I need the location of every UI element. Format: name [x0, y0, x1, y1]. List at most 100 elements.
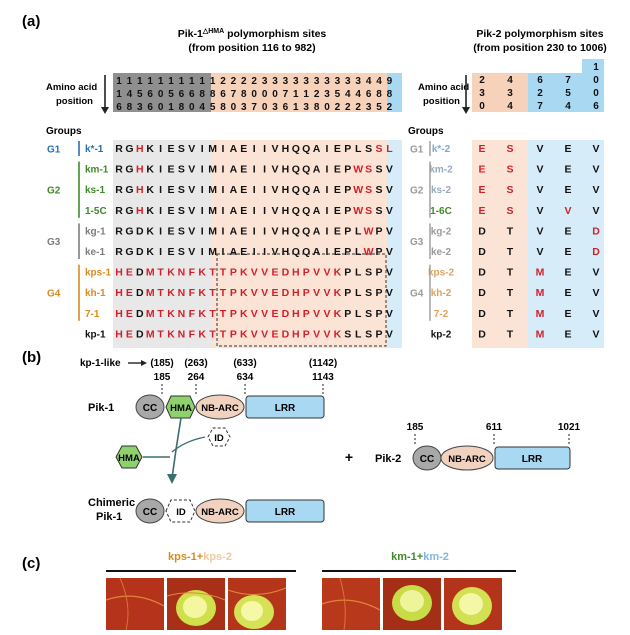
pik1-residue: S — [178, 164, 185, 176]
pik1-residue: R — [115, 143, 123, 155]
pik1-align-blue-bg — [387, 140, 402, 348]
pos-264: 264 — [188, 372, 205, 383]
pik1-residue: P — [344, 267, 351, 279]
pik1-residue: E — [334, 225, 341, 237]
pik1-position-digit: 3 — [241, 102, 247, 113]
pik1-residue: H — [136, 164, 144, 176]
pik1-title: Pik-1△HMA polymorphism sites — [178, 28, 327, 40]
pik1-position-digit: 5 — [168, 89, 174, 100]
kp1-like-arrow-head — [141, 360, 147, 366]
pik2-residue: M — [536, 308, 545, 320]
pik1-residue: T — [157, 267, 164, 279]
pik1-residue: T — [220, 308, 227, 320]
pik1-residue: K — [334, 287, 342, 299]
leaf-photo-1 — [105, 577, 165, 631]
pik1-position-digit: 0 — [231, 102, 237, 113]
pik2-pos-611: 611 — [486, 422, 503, 433]
pik1-residue: L — [355, 225, 362, 237]
pik2-position-digit: 5 — [565, 88, 571, 99]
pik1-residue: M — [208, 143, 217, 155]
pik1-residue: M — [146, 328, 155, 340]
pik1-position-digit: 2 — [220, 76, 226, 87]
pik1-residue: K — [334, 308, 342, 320]
pik2-allele-label: ke-2 — [431, 247, 451, 258]
left-combo-a: kps-1 — [168, 551, 197, 563]
pik1-residue: V — [323, 287, 330, 299]
pik1-position-digit: 2 — [335, 102, 341, 113]
pik2-residue: V — [592, 308, 599, 320]
pik1-residue: V — [251, 287, 258, 299]
pik1-residue: I — [201, 184, 204, 196]
pik1-position-digit: 1 — [199, 76, 205, 87]
pik2-position-top-bg — [582, 59, 604, 73]
pik1-allele-label: km-1 — [85, 165, 109, 176]
pik1-residue: W — [353, 164, 363, 176]
pik2-residue: T — [507, 308, 514, 320]
pik1-residue: R — [115, 164, 123, 176]
id-free-label: ID — [214, 433, 224, 444]
pik1-residue: I — [326, 184, 329, 196]
pik2-residue: T — [507, 328, 514, 340]
pik1-residue: M — [208, 225, 217, 237]
pik1-residue: I — [201, 205, 204, 217]
pik1-residue: T — [209, 287, 216, 299]
pik1-residue: V — [261, 287, 268, 299]
pik1-position-digit: 1 — [168, 76, 174, 87]
pos-633-paren: (633) — [233, 358, 256, 369]
pik1-residue: W — [364, 246, 374, 258]
pik2-residue: T — [507, 267, 514, 279]
pik1-residue: K — [146, 205, 154, 217]
pik1-residue: P — [344, 143, 351, 155]
aa-arrow-right-head — [462, 107, 470, 114]
pik1-residue: V — [261, 328, 268, 340]
pik1-residue: T — [157, 308, 164, 320]
pik2-allele-label: km-2 — [429, 165, 453, 176]
pik1-residue: A — [313, 143, 321, 155]
pik1-position-digit: 3 — [355, 76, 361, 87]
pik1-position-digit: 1 — [179, 76, 185, 87]
pik1-residue: E — [334, 246, 341, 258]
pik1-residue: I — [263, 164, 266, 176]
pik1-position-grey-bg — [113, 73, 211, 112]
pik1-residue: E — [167, 143, 174, 155]
pik1-residue: E — [271, 287, 278, 299]
pik1-position-digit: 4 — [376, 76, 382, 87]
pik1-residue: P — [230, 267, 237, 279]
pik2-nbarc-label: NB-ARC — [448, 454, 486, 465]
aa-label-left-2: position — [56, 96, 93, 107]
pik1-residue: A — [313, 184, 321, 196]
pik1-position-digit: 0 — [189, 102, 195, 113]
chimeric-label-1: Chimeric — [88, 497, 135, 509]
chimeric-id-label: ID — [176, 507, 186, 518]
pik1-residue: H — [292, 308, 300, 320]
group-label-left: G3 — [47, 237, 61, 248]
pik1-position-digit: 8 — [127, 102, 133, 113]
pik1-residue: E — [126, 328, 133, 340]
pik1-position-digit: 8 — [241, 89, 247, 100]
pik1-residue: R — [115, 205, 123, 217]
pik1-position-digit: 8 — [314, 102, 320, 113]
pik2-nbarc-domain — [440, 445, 494, 471]
pik1-position-digit: 4 — [366, 76, 372, 87]
pik1-position-digit: 8 — [210, 89, 216, 100]
pik1-residue: H — [115, 267, 123, 279]
pik1-residue: V — [323, 328, 330, 340]
pik1-residue: D — [136, 225, 144, 237]
pik1-residue: D — [136, 308, 144, 320]
pik1-residue: E — [167, 225, 174, 237]
pik1-position-digit: 6 — [116, 102, 122, 113]
pik1-nbarc-domain — [195, 394, 245, 420]
pik1-position-digit: 8 — [199, 89, 205, 100]
pik1-residue: S — [178, 184, 185, 196]
pik2-residue: M — [536, 267, 545, 279]
pos-1142-paren: (1142) — [309, 358, 337, 369]
pik1-residue: T — [220, 328, 227, 340]
pik1-residue: S — [365, 267, 372, 279]
panel-a-label: (a) — [22, 13, 40, 30]
pik1-position-digit: 3 — [262, 76, 268, 87]
pik1-residue: Q — [302, 143, 310, 155]
pik1-position-digit: 6 — [147, 89, 153, 100]
pik1-residue: S — [365, 308, 372, 320]
pik2-residue: S — [506, 164, 513, 176]
pik1-residue: K — [334, 328, 342, 340]
